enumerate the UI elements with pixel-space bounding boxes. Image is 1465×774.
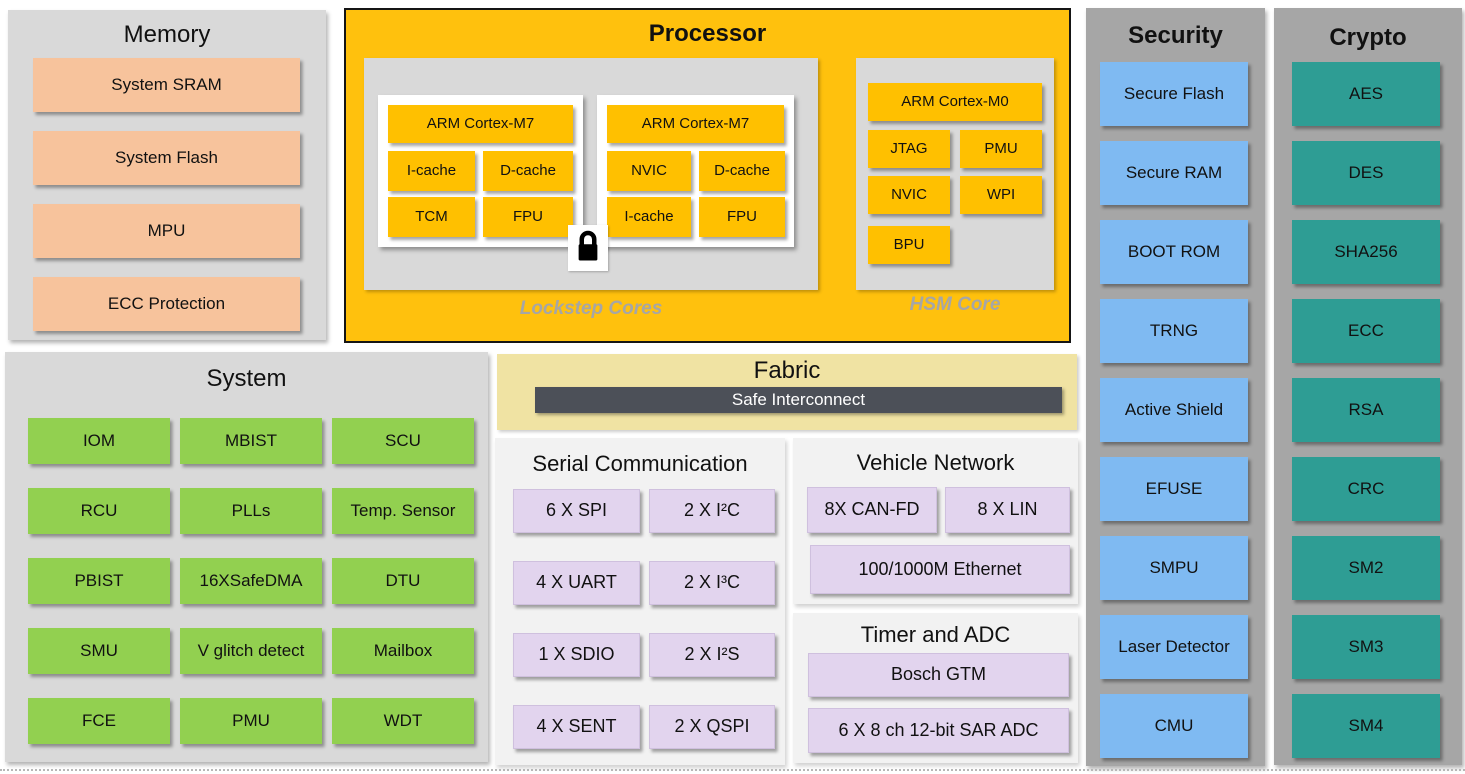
system-block: DTU (332, 558, 474, 604)
cpu-block: ARM Cortex-M0 (868, 83, 1042, 121)
cache-block: D-cache (699, 151, 785, 191)
crypto-title: Crypto (1329, 24, 1407, 51)
memory-block: MPU (33, 204, 300, 258)
crypto-block: ECC (1292, 299, 1440, 363)
vehicle-network-title: Vehicle Network (856, 450, 1015, 475)
serial-block: 2 X I³C (649, 561, 775, 605)
serial-block: 2 X I²C (649, 489, 775, 533)
vehicle-block: 100/1000M Ethernet (810, 545, 1070, 594)
timer-adc-block: 6 X 8 ch 12-bit SAR ADC (808, 708, 1069, 753)
hsm-sub-block: WPI (960, 176, 1042, 214)
hsm-sub-block: PMU (960, 130, 1042, 168)
memory-block: ECC Protection (33, 277, 300, 331)
memory-block: System SRAM (33, 58, 300, 112)
serial-block: 2 X I²S (649, 633, 775, 677)
lockstep-label: Lockstep Cores (519, 298, 663, 319)
system-block: PBIST (28, 558, 170, 604)
crypto-block: SM2 (1292, 536, 1440, 600)
system-block: MBIST (180, 418, 322, 464)
fabric-title: Fabric (753, 357, 821, 384)
security-block: Secure Flash (1100, 62, 1248, 126)
security-block: EFUSE (1100, 457, 1248, 521)
system-block: SCU (332, 418, 474, 464)
lockstep-core-2: ARM Cortex-M7 NVIC D-cache I-cache FPU (597, 95, 794, 247)
crypto-block: AES (1292, 62, 1440, 126)
processor-panel: Processor ARM Cortex-M7 I-cache D-cache … (344, 8, 1071, 343)
system-block: IOM (28, 418, 170, 464)
system-block: V glitch detect (180, 628, 322, 674)
lockstep-core-1: ARM Cortex-M7 I-cache D-cache TCM FPU (378, 95, 583, 247)
security-block: TRNG (1100, 299, 1248, 363)
serial-block: 2 X QSPI (649, 705, 775, 749)
cache-block: I-cache (607, 197, 691, 237)
hsm-sub-block: BPU (868, 226, 950, 264)
crypto-block: SHA256 (1292, 220, 1440, 284)
cache-block: TCM (388, 197, 475, 237)
lockstep-panel: ARM Cortex-M7 I-cache D-cache TCM FPU AR… (364, 58, 818, 290)
cache-block: D-cache (483, 151, 573, 191)
security-panel: Security Secure Flash Secure RAM BOOT RO… (1086, 8, 1265, 766)
crypto-block: SM3 (1292, 615, 1440, 679)
hsm-panel: ARM Cortex-M0 JTAG PMU NVIC WPI BPU (856, 58, 1054, 290)
vehicle-block: 8 X LIN (945, 487, 1070, 533)
security-title: Security (1128, 22, 1223, 49)
fabric-panel: Fabric Safe Interconnect (497, 354, 1077, 430)
serial-block: 4 X UART (513, 561, 640, 605)
security-block: SMPU (1100, 536, 1248, 600)
timer-adc-title: Timer and ADC (860, 622, 1011, 647)
security-block: Laser Detector (1100, 615, 1248, 679)
safe-interconnect-bar: Safe Interconnect (535, 387, 1062, 413)
system-block: RCU (28, 488, 170, 534)
system-block: PMU (180, 698, 322, 744)
cpu-block: ARM Cortex-M7 (388, 105, 573, 143)
cache-block: I-cache (388, 151, 475, 191)
security-block: BOOT ROM (1100, 220, 1248, 284)
cpu-block: ARM Cortex-M7 (607, 105, 784, 143)
security-block: Active Shield (1100, 378, 1248, 442)
serial-communication-title: Serial Communication (532, 451, 748, 476)
hsm-label: HSM Core (909, 294, 1001, 315)
system-block: Temp. Sensor (332, 488, 474, 534)
crypto-block: CRC (1292, 457, 1440, 521)
security-block: Secure RAM (1100, 141, 1248, 205)
crypto-block: DES (1292, 141, 1440, 205)
vehicle-block: 8X CAN-FD (807, 487, 937, 533)
crypto-block: SM4 (1292, 694, 1440, 758)
memory-title: Memory (123, 21, 211, 48)
cache-block: FPU (483, 197, 573, 237)
lock-icon (568, 225, 608, 271)
memory-panel: Memory System SRAM System Flash MPU ECC … (8, 10, 326, 340)
system-title: System (206, 365, 287, 392)
system-block: PLLs (180, 488, 322, 534)
memory-block: System Flash (33, 131, 300, 185)
serial-block: 1 X SDIO (513, 633, 640, 677)
serial-block: 6 X SPI (513, 489, 640, 533)
hsm-sub-block: NVIC (868, 176, 950, 214)
crypto-block: RSA (1292, 378, 1440, 442)
cache-block: NVIC (607, 151, 691, 191)
system-block: FCE (28, 698, 170, 744)
system-block: SMU (28, 628, 170, 674)
timer-adc-block: Bosch GTM (808, 653, 1069, 697)
system-block: Mailbox (332, 628, 474, 674)
slide-edge-divider (0, 769, 1465, 771)
timer-adc-panel: Timer and ADC Bosch GTM 6 X 8 ch 12-bit … (793, 613, 1078, 763)
vehicle-network-panel: Vehicle Network 8X CAN-FD 8 X LIN 100/10… (793, 438, 1078, 604)
system-block: 16XSafeDMA (180, 558, 322, 604)
security-block: CMU (1100, 694, 1248, 758)
system-panel: System IOM MBIST SCU RCU PLLs Temp. Sens… (5, 352, 488, 762)
system-block: WDT (332, 698, 474, 744)
processor-title: Processor (648, 20, 767, 47)
hsm-sub-block: JTAG (868, 130, 950, 168)
serial-block: 4 X SENT (513, 705, 640, 749)
cache-block: FPU (699, 197, 785, 237)
crypto-panel: Crypto AES DES SHA256 ECC RSA CRC SM2 SM… (1274, 8, 1462, 765)
serial-communication-panel: Serial Communication 6 X SPI 2 X I²C 4 X… (495, 438, 785, 765)
